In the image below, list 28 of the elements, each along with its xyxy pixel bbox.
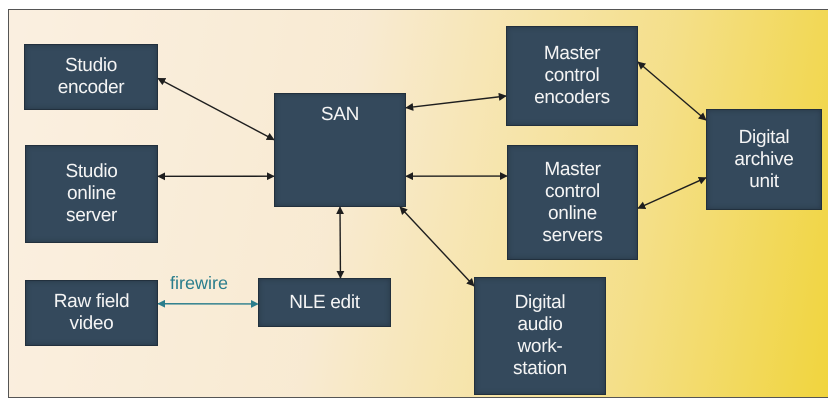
double-arrow	[405, 92, 507, 111]
node-label: Master control online servers	[541, 158, 604, 246]
node-label: Master control encoders	[533, 43, 611, 109]
process-box	[506, 26, 638, 126]
node-label: Studio online server	[64, 161, 119, 227]
double-arrow	[637, 176, 707, 209]
double-arrow	[637, 61, 707, 121]
process-box	[274, 93, 406, 207]
node-label: Raw field video	[52, 291, 130, 335]
node-label: Digital audio work-station	[512, 292, 568, 380]
double-arrow	[157, 78, 275, 140]
process-box	[706, 109, 822, 210]
process-box	[507, 145, 638, 260]
node-label: NLE edit	[289, 292, 360, 314]
node-label: Digital archive unit	[733, 126, 795, 192]
process-box	[24, 44, 158, 110]
double-arrow	[157, 300, 259, 308]
process-box	[474, 277, 606, 395]
node-label: Studio encoder	[56, 55, 126, 99]
process-box	[258, 278, 391, 327]
double-arrow	[157, 172, 275, 180]
process-box	[25, 145, 158, 243]
node-label: SAN	[320, 104, 360, 126]
double-arrow	[336, 206, 344, 279]
edge-label: firewire	[170, 273, 228, 293]
double-arrow	[400, 206, 475, 287]
process-box	[25, 280, 158, 346]
double-arrow	[405, 172, 508, 180]
